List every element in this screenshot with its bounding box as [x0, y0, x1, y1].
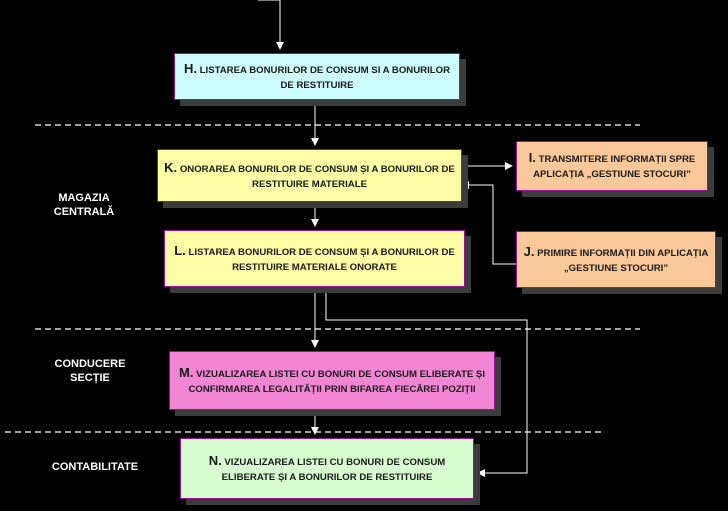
lane-label-contabilitate: CONTABILITATE [51, 461, 139, 473]
arrow-l-to-n [325, 287, 528, 477]
arrow-j-to-k [461, 181, 516, 265]
lane-dividers [5, 124, 640, 433]
arrows [258, 0, 528, 477]
step-k-honoring-vouchers: K. ONORAREA BONURILOR DE CONSUM ȘI A BON… [157, 149, 462, 202]
step-h-listing-consumption-vouchers: H. LISTAREA BONURILOR DE CONSUM SI A BON… [174, 53, 460, 100]
lane-label-magazia-centrala: MAGAZIA CENTRALĂ [53, 192, 115, 218]
step-m-confirm-legality: M. VIZUALIZAREA LISTEI CU BONURI DE CONS… [169, 351, 495, 410]
step-n-view-vouchers-accounting: N. VIZUALIZAREA LISTEI CU BONURI DE CONS… [180, 438, 474, 499]
lane-label-conducere-sectie: CONDUCERE SECȚIE [54, 358, 126, 384]
step-l-listing-honored-vouchers: L. LISTAREA BONURILOR DE CONSUM ȘI A BON… [164, 230, 465, 287]
step-i-transmit-to-stock-app: I. TRANSMITERE INFORMAȚII SPRE APLICAȚIA… [516, 141, 708, 191]
arrow-into-h [258, 0, 284, 50]
step-j-receive-from-stock-app: J. PRIMIRE INFORMAȚII DIN APLICAȚIA „GES… [516, 231, 716, 288]
